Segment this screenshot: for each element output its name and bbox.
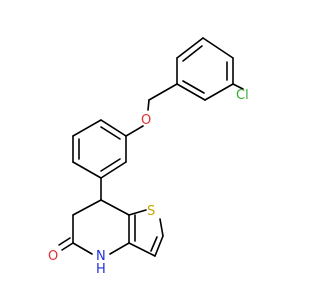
bond [72,199,102,216]
bond [204,83,234,101]
bond [159,218,164,237]
bond [109,242,130,255]
bond [58,237,71,246]
bond [72,119,102,137]
carbonyl-oxygen-atom-label: O [48,249,58,264]
bond [100,119,127,137]
bond [61,242,74,251]
bond [150,236,158,252]
chemical-structure-diagram: Cl O S N H O [48,37,249,277]
bond [176,37,204,59]
amide-hydrogen-atom-label: H [96,262,106,277]
bond [128,209,147,216]
ether-oxygen-atom-label: O [141,113,151,128]
bond [72,161,102,179]
bonds [58,37,244,257]
bond [72,242,93,255]
bond [100,158,121,172]
atom-labels: Cl O S N H O [48,88,249,277]
bond [232,83,244,90]
bond [148,83,178,101]
bond [125,125,144,137]
amide-nitrogen-atom-label: N [96,249,106,264]
bond [147,99,150,111]
bond [100,161,127,179]
bond [176,83,206,101]
bond [182,80,205,94]
bond [202,37,234,59]
bond [154,235,164,257]
bond [100,199,130,216]
chlorine-atom-label: Cl [236,88,249,103]
sulfur-atom-label: S [147,204,155,219]
bond [182,45,203,62]
bond [128,242,156,257]
bond [100,126,121,140]
